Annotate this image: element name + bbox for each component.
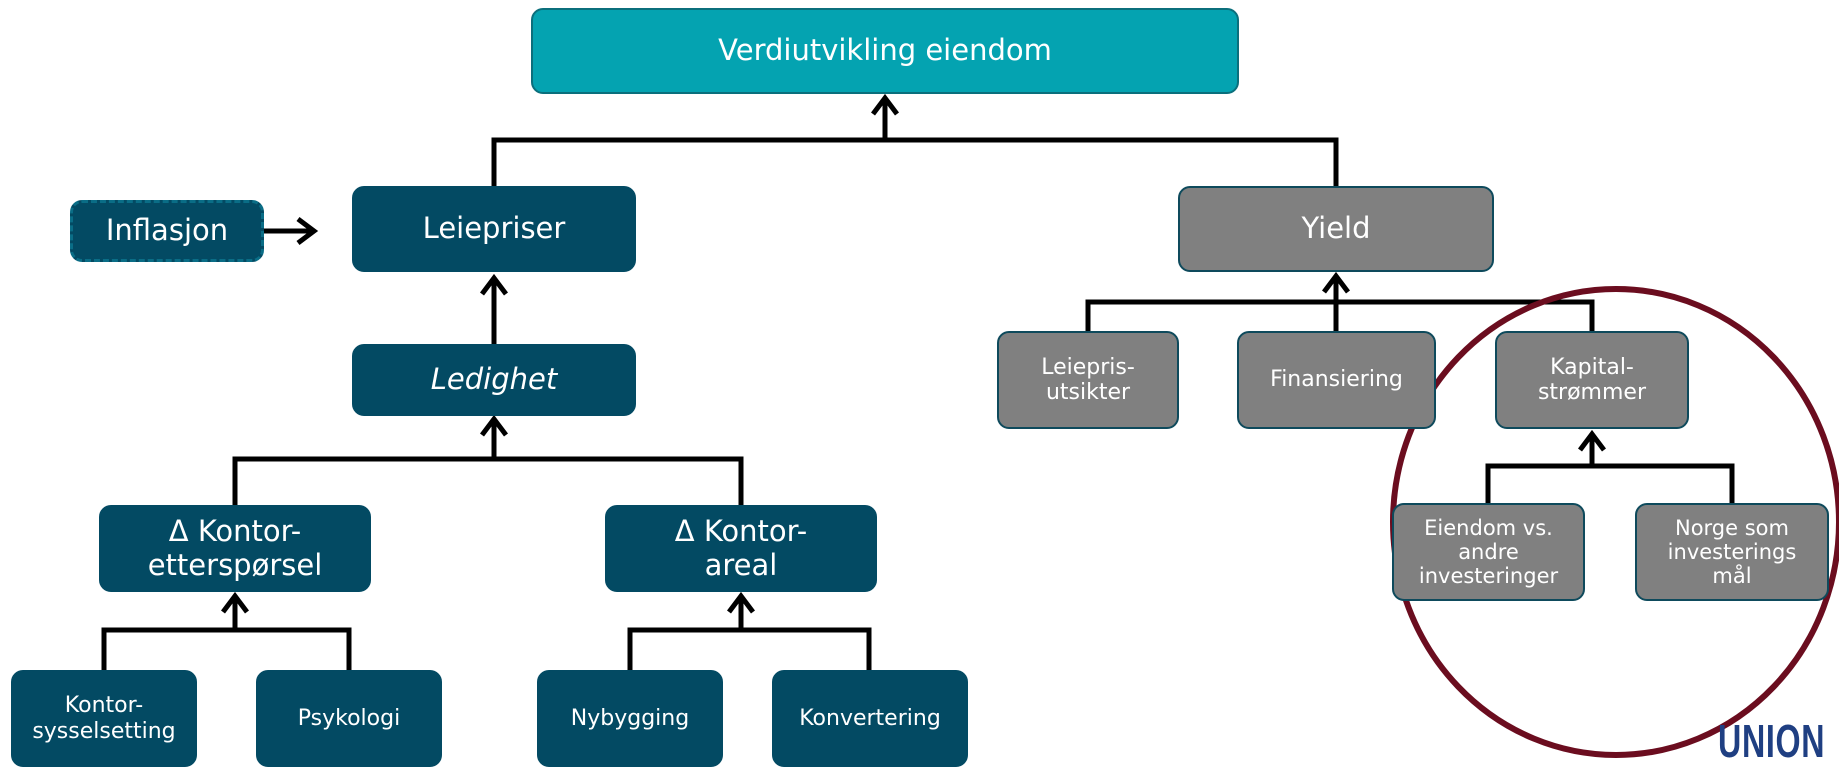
arrow-supply [727, 591, 755, 630]
union-logo: UNION [1718, 715, 1826, 767]
node-rents: Leiepriser [352, 186, 636, 272]
arrow-yield [1322, 271, 1350, 302]
node-vacancy: Ledighet [352, 344, 636, 416]
node-conversion: Konvertering [772, 670, 968, 767]
connector-capital [1485, 463, 1735, 503]
connector-demand [101, 627, 352, 670]
arrow-capital [1578, 429, 1606, 466]
node-yield: Yield [1178, 186, 1494, 272]
node-inflation: Inflasjon [70, 200, 264, 262]
connector-yield [1085, 299, 1595, 331]
node-norway-target: Norge som investerings mål [1635, 503, 1829, 601]
connector-root [491, 137, 1339, 186]
node-rent-outlook: Leiepris- utsikter [997, 331, 1179, 429]
node-demand: Δ Kontor- etterspørsel [99, 505, 371, 592]
connector-vacancy [232, 456, 744, 505]
arrow-inflation [264, 217, 319, 245]
node-capital-flows: Kapital- strømmer [1495, 331, 1689, 429]
node-property-vs-other: Eiendom vs. andre investeringer [1392, 503, 1585, 601]
arrow-vacancy-in [480, 414, 508, 459]
node-psychology: Psykologi [256, 670, 442, 767]
arrow-root [871, 93, 899, 140]
node-root: Verdiutvikling eiendom [531, 8, 1239, 94]
arrow-vacancy [480, 273, 508, 344]
connector-supply [627, 627, 872, 670]
node-financing: Finansiering [1237, 331, 1436, 429]
node-employment: Kontor- sysselsetting [11, 670, 197, 767]
node-supply: Δ Kontor- areal [605, 505, 877, 592]
arrow-demand [221, 591, 249, 630]
node-new-build: Nybygging [537, 670, 723, 767]
